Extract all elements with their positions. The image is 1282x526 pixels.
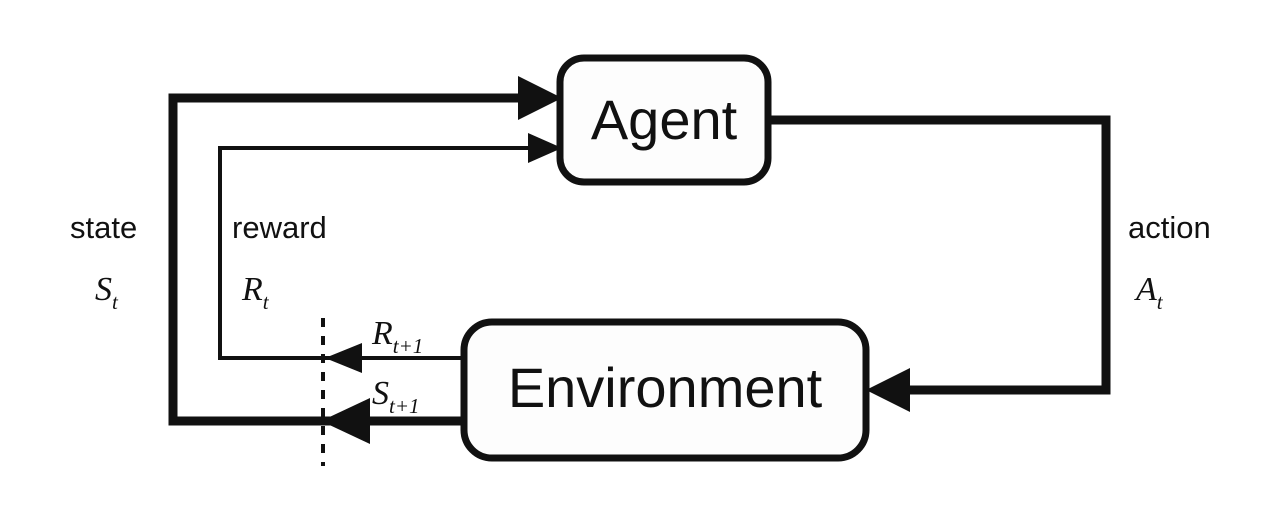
edge-label-reward-word: reward [232, 210, 327, 245]
state-symbol-sub: t [112, 290, 119, 314]
edge-label-next-state-symbol: St+1 [372, 375, 420, 418]
node-environment[interactable]: Environment [460, 318, 870, 462]
edge-action-path [768, 115, 1111, 395]
edge-label-state-symbol: St [95, 271, 119, 314]
edge-label-action-word: action [1128, 210, 1211, 245]
next-reward-symbol-sub: t+1 [393, 334, 424, 358]
next-state-symbol-base: S [372, 375, 389, 412]
arrowhead-next-reward-to-boundary [325, 343, 362, 373]
arrowhead-reward-into-agent [528, 133, 562, 163]
action-symbol-base: A [1134, 271, 1157, 308]
arrowhead-state-into-agent [518, 76, 562, 120]
next-reward-symbol-base: R [371, 315, 393, 352]
environment-box [460, 318, 870, 462]
edge-label-reward-symbol: Rt [241, 271, 270, 314]
arrowhead-action-into-environment [866, 368, 910, 412]
node-agent[interactable]: Agent [556, 54, 772, 186]
reward-symbol-sub: t [263, 290, 270, 314]
environment-label: Environment [508, 356, 823, 419]
edge-label-next-reward-symbol: Rt+1 [371, 315, 423, 358]
action-symbol-sub: t [1157, 290, 1164, 314]
agent-box [556, 54, 772, 186]
edge-label-action-symbol: At [1134, 271, 1164, 314]
edge-label-state-word: state [70, 210, 137, 245]
agent-label: Agent [591, 88, 738, 151]
reward-symbol-base: R [241, 271, 263, 308]
next-state-symbol-sub: t+1 [389, 394, 420, 418]
arrowhead-next-state-to-boundary [321, 398, 370, 444]
edge-state-path [168, 93, 548, 426]
state-symbol-base: S [95, 271, 112, 308]
